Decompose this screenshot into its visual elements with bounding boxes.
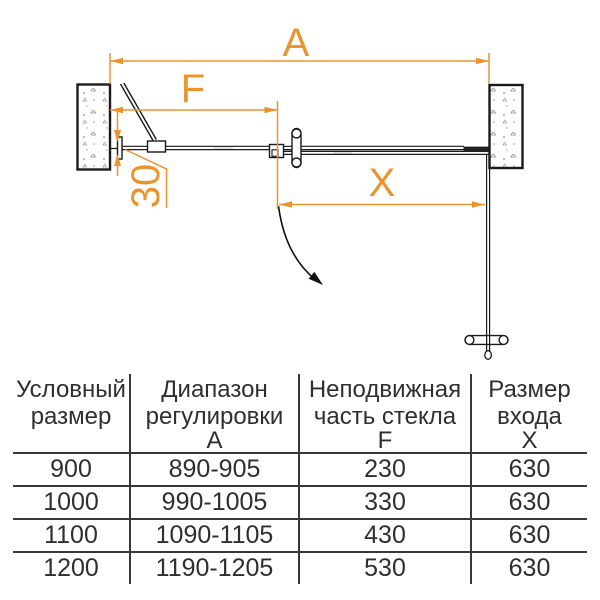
table-row: 1100 1090-1105 430 630 — [13, 519, 587, 553]
cell-adjust-range: 890-905 — [130, 453, 300, 487]
center-bracket — [268, 143, 285, 159]
right-wall — [488, 83, 524, 170]
right-hinge-profile — [463, 146, 490, 152]
cell-entry-size: 630 — [471, 519, 587, 553]
cell-entry-size: 630 — [471, 486, 587, 520]
dimension-30-label: 30 — [124, 164, 168, 209]
col-header-fixed-glass: Неподвижная часть стекла F — [299, 374, 472, 454]
door-glass-panel — [281, 150, 489, 155]
cell-fixed-glass: 430 — [299, 519, 472, 553]
shower-door-top-view-diagram: A F X 30 — [76, 21, 524, 360]
dimension-a — [109, 53, 490, 84]
cell-entry-size: 630 — [508, 554, 551, 582]
dimension-x-label: X — [369, 161, 396, 205]
table-row: 900 890-905 230 630 — [13, 453, 587, 487]
cell-adjust-range: 1090-1105 — [130, 519, 300, 553]
door-handle-closed — [291, 127, 302, 169]
left-wall-profile — [116, 136, 123, 160]
cell-nominal-size: 1200 — [13, 552, 131, 584]
cell-fixed-glass: 230 — [299, 453, 472, 487]
dimension-30 — [113, 108, 168, 208]
door-glass-open — [484, 154, 493, 360]
cell-fixed-glass: 330 — [299, 486, 472, 520]
support-bar-bracket — [146, 140, 167, 153]
cell-adjust-range: 1190-1205 — [130, 552, 300, 584]
size-table: Условный размер Диапазон регулировки А Н… — [13, 374, 587, 584]
cell-entry-size: 630 — [471, 453, 587, 487]
dimension-x — [279, 201, 485, 208]
col-header-entry-size: Размер входа Х — [471, 374, 587, 454]
table-header-row: Условный размер Диапазон регулировки А Н… — [13, 374, 587, 454]
dimension-f — [110, 101, 279, 209]
door-swing-arc — [277, 205, 323, 285]
col-header-adjust-range: Диапазон регулировки А — [130, 374, 300, 454]
dimension-f-label: F — [181, 67, 205, 111]
cell-nominal-size: 900 — [13, 453, 131, 487]
left-wall — [76, 83, 112, 171]
cell-nominal-size: 1000 — [13, 486, 131, 520]
cell-adjust-range: 990-1005 — [130, 486, 300, 520]
col-header-nominal-size: Условный размер — [13, 374, 131, 454]
table-row: 1200 1190-1205 530 630 — [13, 552, 587, 584]
support-bar — [119, 82, 157, 141]
cell-fixed-glass: 530 — [299, 552, 472, 584]
table-row: 1000 990-1005 330 630 — [13, 486, 587, 520]
cell-nominal-size: 1100 — [13, 519, 131, 553]
dimension-a-label: A — [283, 21, 310, 65]
